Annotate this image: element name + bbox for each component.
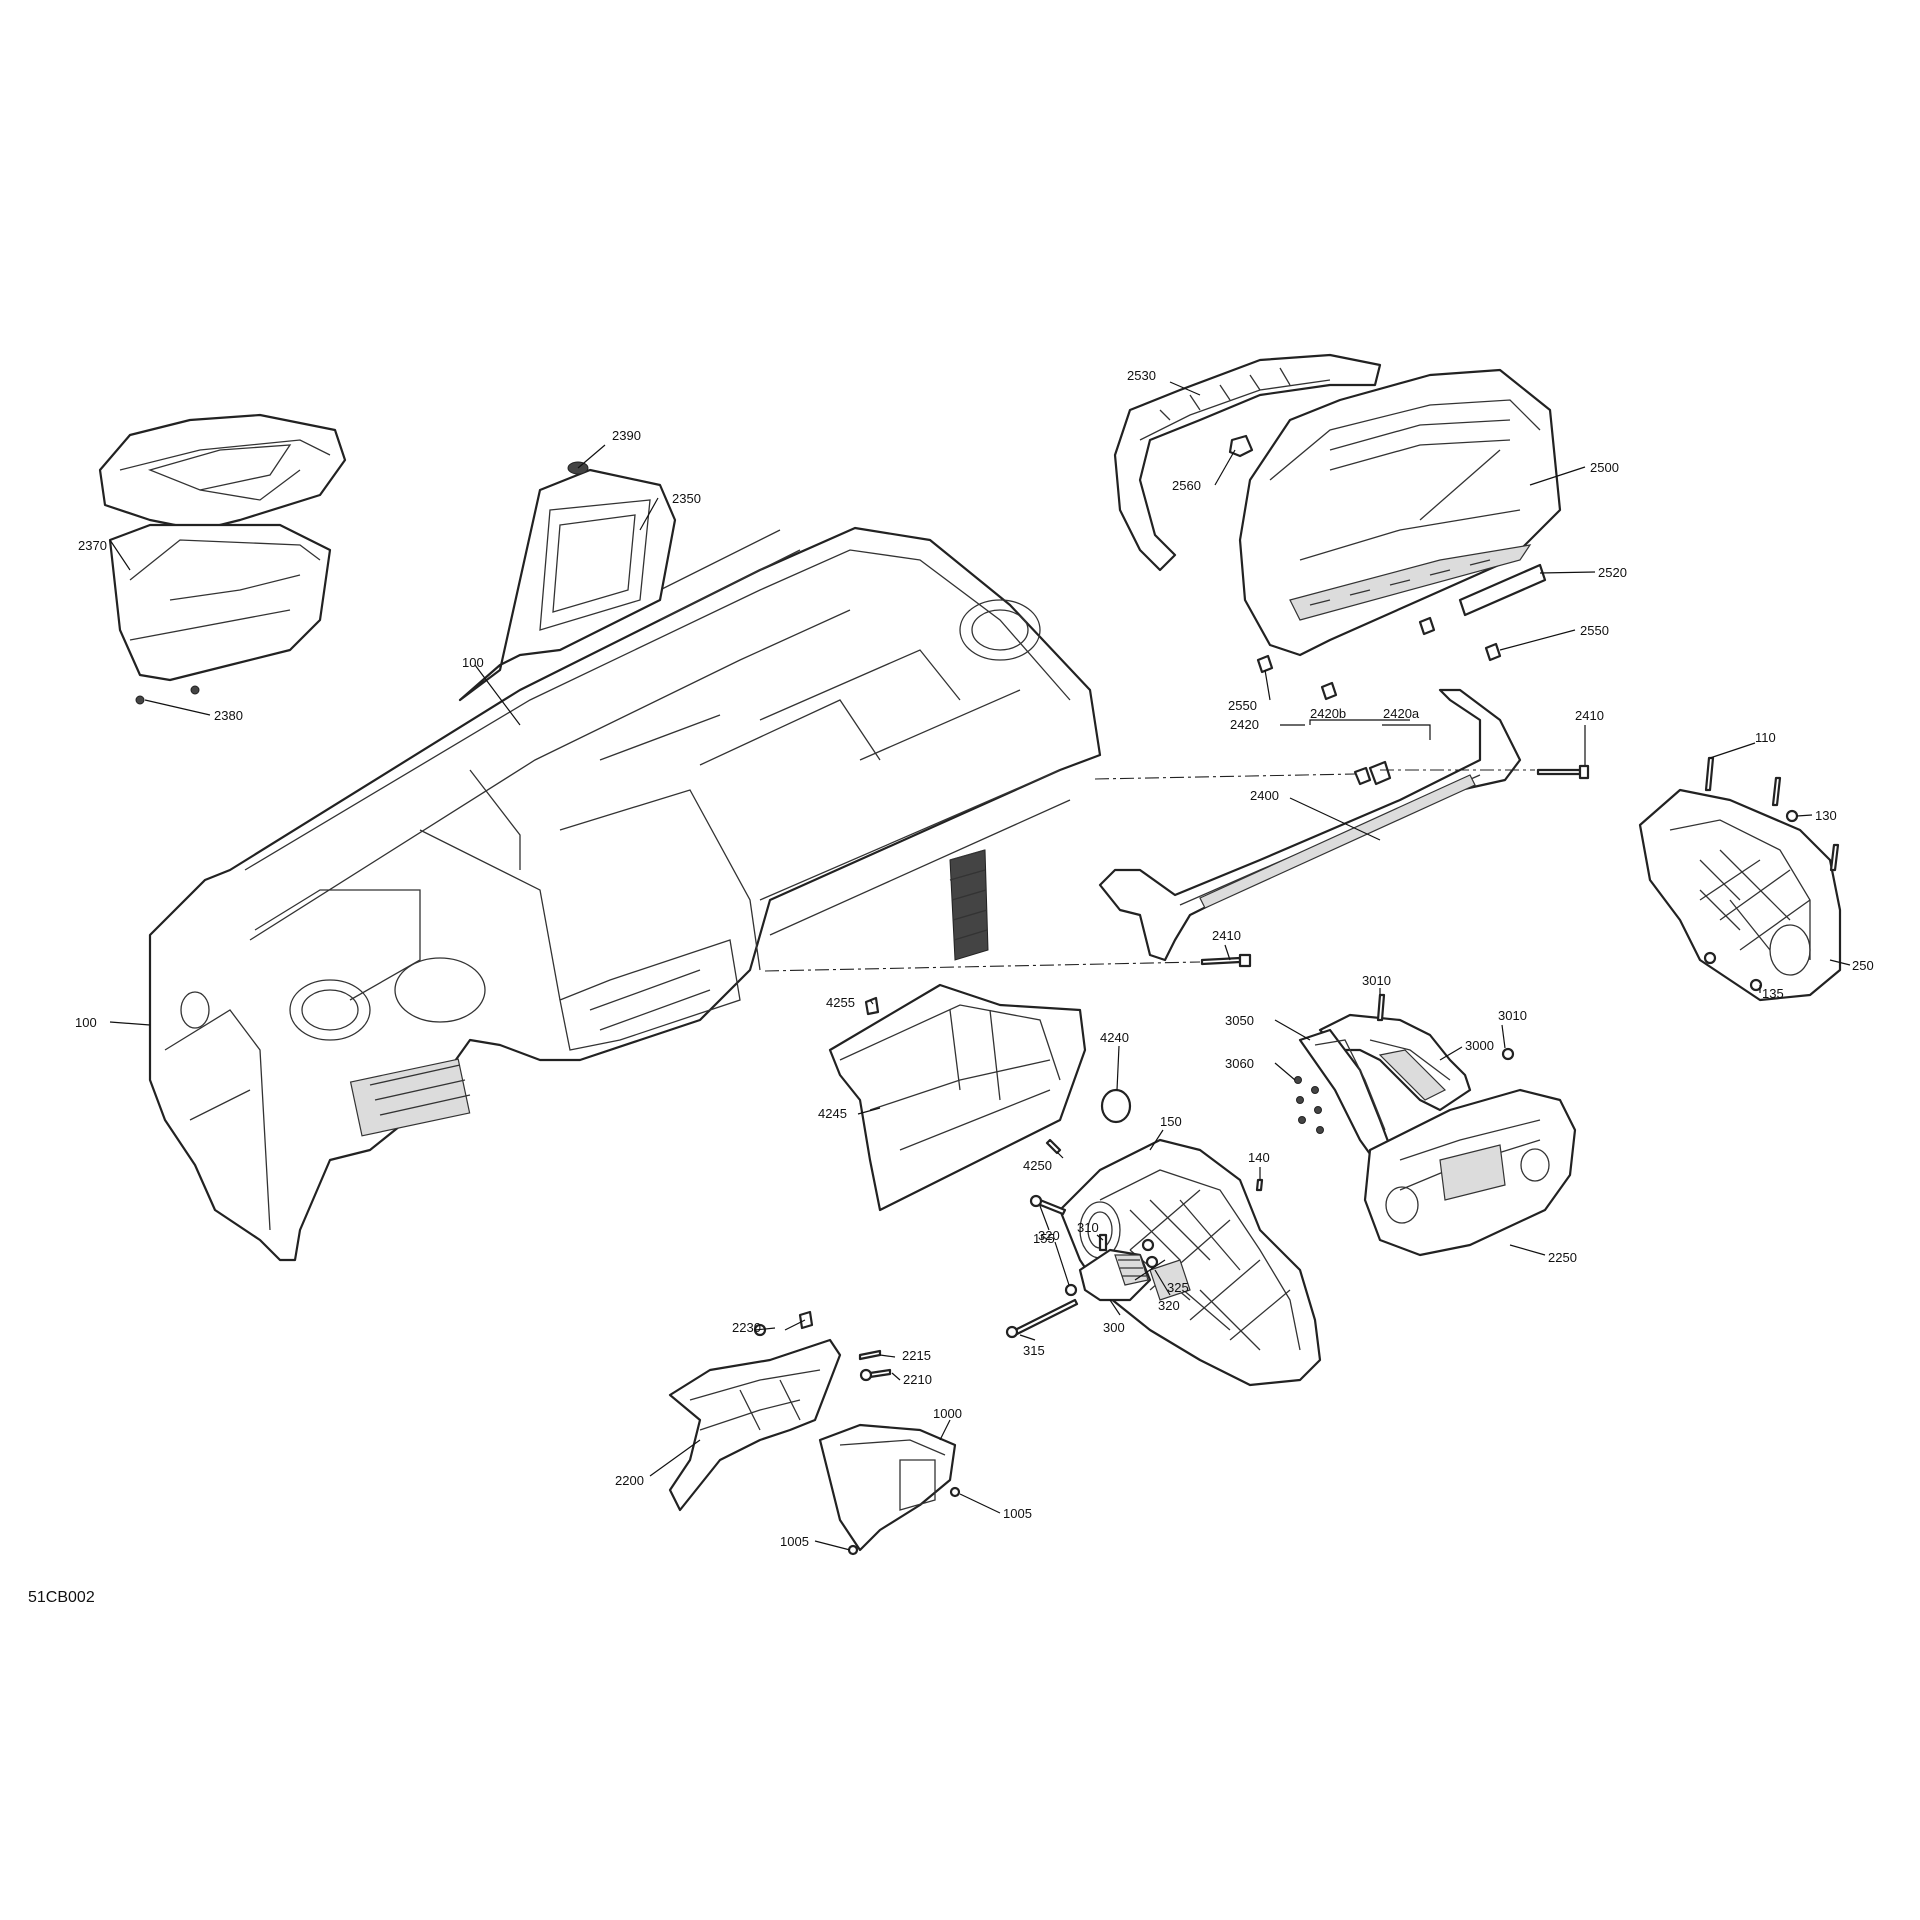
bolt-part-2410[interactable] <box>1200 764 1590 968</box>
label-325: 325 <box>1167 1280 1189 1295</box>
clip-part-2230[interactable] <box>753 1310 814 1337</box>
nut-part-3060[interactable] <box>1294 1076 1324 1134</box>
label-4255: 4255 <box>826 995 855 1010</box>
label-250: 250 <box>1852 958 1874 973</box>
storage-lid-part-2370[interactable] <box>98 413 347 705</box>
label-4240: 4240 <box>1100 1030 1129 1045</box>
nut-part-2560[interactable] <box>1228 434 1254 458</box>
label-2550-right: 2550 <box>1580 623 1609 638</box>
nut-part-130[interactable] <box>1785 809 1799 823</box>
screw-part-3010[interactable] <box>1376 993 1515 1061</box>
screw-part-4250[interactable] <box>1045 1138 1062 1155</box>
label-3010-right: 3010 <box>1498 1008 1527 1023</box>
trim-strip-part-2520[interactable] <box>1458 563 1547 617</box>
label-2380: 2380 <box>214 708 243 723</box>
figure-id: 51CB002 <box>28 1589 95 1606</box>
washer-part-320[interactable] <box>1064 1255 1159 1297</box>
label-2250: 2250 <box>1548 1250 1577 1265</box>
grab-handle-part-2530[interactable] <box>1113 353 1382 572</box>
label-2500: 2500 <box>1590 460 1619 475</box>
label-2350: 2350 <box>672 491 701 506</box>
switch-part-300[interactable] <box>1078 1248 1152 1302</box>
label-1005-right: 1005 <box>1003 1506 1032 1521</box>
label-4245: 4245 <box>818 1106 847 1121</box>
label-3060: 3060 <box>1225 1056 1254 1071</box>
label-2560: 2560 <box>1172 478 1201 493</box>
label-3000: 3000 <box>1465 1038 1494 1053</box>
instrument-bezel-part-2350[interactable] <box>458 461 677 702</box>
center-housing-part-150[interactable] <box>1058 1138 1322 1387</box>
label-320-right: 320 <box>1158 1298 1180 1313</box>
label-2230: 2230 <box>732 1320 761 1335</box>
leader-lines <box>109 381 1851 1551</box>
label-2530: 2530 <box>1127 368 1156 383</box>
label-2410-bottom: 2410 <box>1212 928 1241 943</box>
label-100-top: 100 <box>462 655 484 670</box>
label-2215: 2215 <box>902 1348 931 1363</box>
label-2400: 2400 <box>1250 788 1279 803</box>
screw-part-2215[interactable] <box>858 1349 882 1361</box>
clip-part-4255[interactable] <box>864 996 880 1016</box>
label-150: 150 <box>1160 1114 1182 1129</box>
nut-part-2420a[interactable] <box>1368 760 1392 786</box>
bracket-part-3000[interactable] <box>1318 1013 1472 1112</box>
label-130: 130 <box>1815 808 1837 823</box>
label-2200: 2200 <box>615 1473 644 1488</box>
label-2370: 2370 <box>78 538 107 553</box>
screw-part-155[interactable] <box>1029 1194 1067 1216</box>
side-panel-part-250[interactable] <box>1638 788 1842 1002</box>
label-155: 155 <box>1033 1231 1055 1246</box>
cap-part-4240[interactable] <box>1100 1088 1132 1124</box>
label-140: 140 <box>1248 1150 1270 1165</box>
lower-panel-part-2200[interactable] <box>668 1338 842 1512</box>
screw-part-2210[interactable] <box>859 1368 892 1382</box>
callout-labels: 2390 2350 2370 2380 100 100 2530 2560 25… <box>75 368 1874 1549</box>
screw-part-140[interactable] <box>1255 1178 1264 1192</box>
assembly-centerlines <box>764 769 1535 972</box>
console-cover-part-2250[interactable] <box>1363 1088 1577 1257</box>
label-100-left: 100 <box>75 1015 97 1030</box>
label-2420b: 2420b <box>1310 706 1346 721</box>
tray-part-4245[interactable] <box>828 983 1087 1212</box>
nut-part-135[interactable] <box>1703 951 1763 992</box>
label-2410-top: 2410 <box>1575 708 1604 723</box>
label-2390: 2390 <box>612 428 641 443</box>
cross-bar-part-2400[interactable] <box>1098 688 1522 962</box>
label-1000: 1000 <box>933 1406 962 1421</box>
dashboard-part-100[interactable] <box>148 526 1102 1262</box>
label-1005-left: 1005 <box>780 1534 809 1549</box>
label-110: 110 <box>1755 730 1776 745</box>
label-3050: 3050 <box>1225 1013 1254 1028</box>
label-2420a: 2420a <box>1383 706 1420 721</box>
label-3010-top: 3010 <box>1362 973 1391 988</box>
label-135: 135 <box>1762 986 1784 1001</box>
upper-storage-bin-part-2500[interactable] <box>1238 368 1562 657</box>
label-2420: 2420 <box>1230 717 1259 732</box>
label-315: 315 <box>1023 1343 1045 1358</box>
label-4250: 4250 <box>1023 1158 1052 1173</box>
label-310: 310 <box>1077 1220 1099 1235</box>
label-300: 300 <box>1103 1320 1125 1335</box>
label-2210: 2210 <box>903 1372 932 1387</box>
label-2550-left: 2550 <box>1228 698 1257 713</box>
cover-part-1000[interactable] <box>818 1423 957 1552</box>
label-2520: 2520 <box>1598 565 1627 580</box>
bolt-part-315[interactable] <box>1005 1298 1079 1339</box>
screw-part-310[interactable] <box>1098 1233 1108 1252</box>
label-320-left: 320 <box>1038 1228 1060 1243</box>
screw-part-110[interactable] <box>1704 756 1840 872</box>
nut-part-325[interactable] <box>1141 1238 1155 1252</box>
nut-part-2420b[interactable] <box>1353 766 1372 786</box>
nut-part-2550[interactable] <box>1256 616 1502 701</box>
